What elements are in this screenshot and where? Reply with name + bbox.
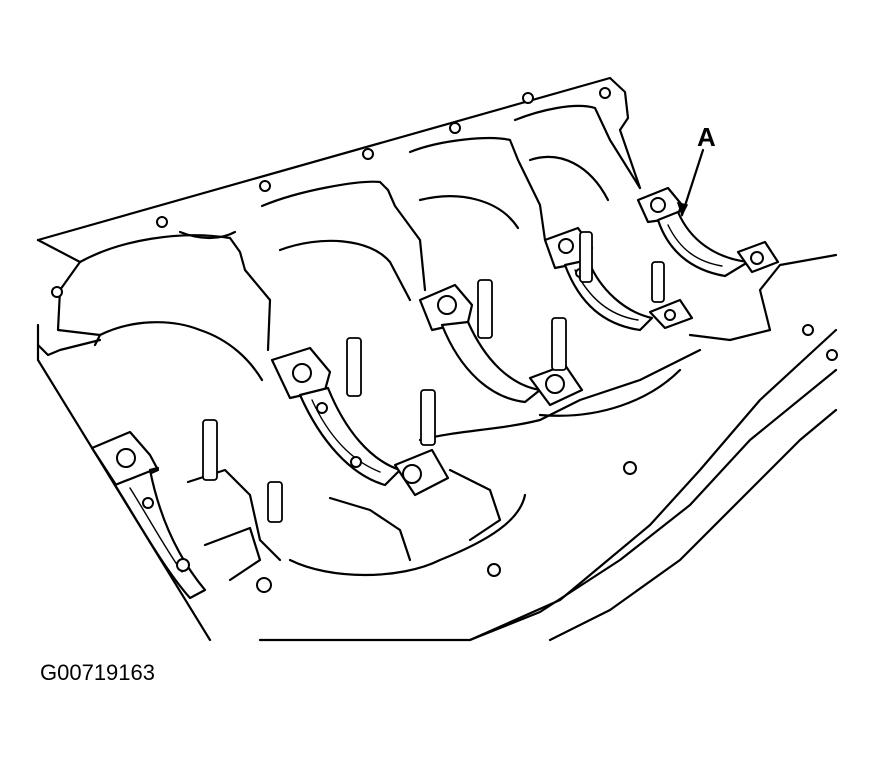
callout-a-leader (676, 148, 705, 217)
bearing-saddle-1 (90, 430, 282, 600)
bearing-saddle-2 (270, 346, 502, 562)
crankcase-cavities (78, 104, 702, 577)
deck-bolt-holes (51, 87, 838, 593)
bearing-saddle-5 (636, 186, 780, 278)
engine-block-diagram (36, 76, 838, 642)
block-deck-outline (36, 76, 838, 642)
main-bearing-studs (202, 231, 665, 523)
figure-code: G00719163 (40, 660, 155, 685)
callout-label-a: A (697, 122, 716, 152)
